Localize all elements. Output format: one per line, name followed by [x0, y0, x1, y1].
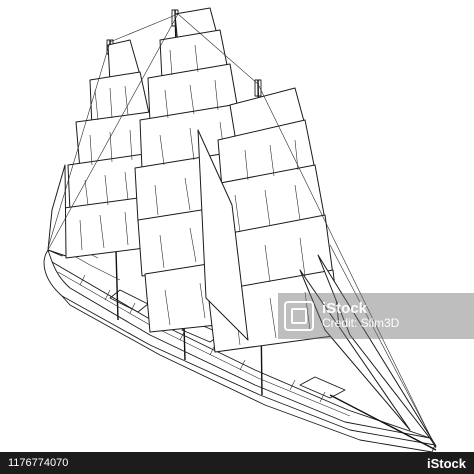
footer-logo: iStock — [426, 455, 466, 471]
watermark-text: iStock Credit: Slim3D — [322, 301, 399, 331]
image-id: 1176774070 — [8, 457, 69, 469]
watermark-credit: Credit: Slim3D — [322, 316, 400, 330]
watermark-logo-icon — [284, 301, 314, 331]
rigging — [47, 13, 437, 449]
watermark-band: iStock Credit: Slim3D — [278, 293, 474, 339]
footer-bar: 1176774070 iStock — [0, 452, 474, 474]
watermark-brand: iStock — [322, 300, 368, 317]
